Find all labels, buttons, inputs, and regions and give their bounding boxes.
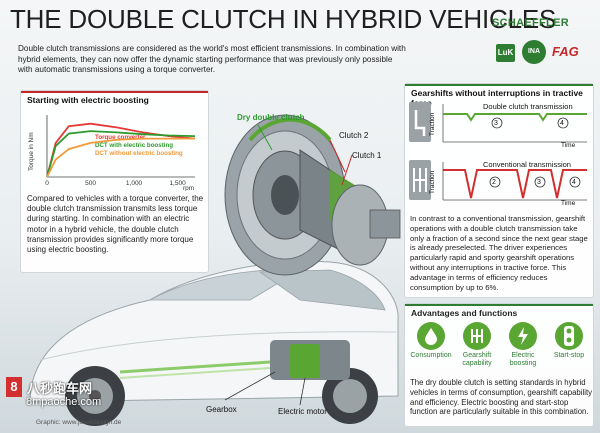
panel-accent-bar [21, 91, 208, 93]
advantages-panel: Advantages and functions Consumption Gea… [404, 303, 594, 427]
watermark-name: 八秒跑车网 [27, 381, 93, 396]
chart-x-tick: 500 [85, 180, 96, 187]
gearshift-panel-text: In contrast to a conventional transmissi… [410, 214, 588, 292]
chart-x-tick: 1,000 [126, 180, 143, 187]
brand-logo-fag: FAG [552, 44, 579, 59]
advantages-text: The dry double clutch is setting standar… [410, 378, 593, 417]
drop-icon [417, 322, 445, 350]
advantage-consumption: Consumption [409, 322, 453, 374]
brand-logo-luk: LuK [496, 44, 515, 62]
label-clutch-1: Clutch 1 [352, 151, 382, 160]
panel-accent-bar [405, 84, 593, 86]
page-title: THE DOUBLE CLUTCH IN HYBRID VEHICLES [10, 4, 557, 34]
starting-panel-text: Compared to vehicles with a torque conve… [27, 194, 204, 255]
ct-gear-4: 4 [572, 179, 576, 186]
lightning-icon [509, 322, 537, 350]
dc-x-label: Time [561, 142, 576, 149]
advantages-title: Advantages and functions [411, 308, 518, 318]
conventional-diagram-title: Conventional transmission [483, 160, 571, 169]
advantage-label: Electric boosting [509, 352, 537, 367]
chart-legend-entry: DCT with electric boosting [95, 142, 173, 149]
advantage-label: Gearshift capability [462, 352, 492, 367]
gearshift-icon [463, 322, 491, 350]
label-gearbox: Gearbox [206, 405, 237, 414]
label-clutch-2: Clutch 2 [339, 131, 369, 140]
starting-panel: Starting with electric boosting Torque i… [20, 90, 209, 273]
graphic-credit: Graphic: www.josekdesign.de [36, 419, 122, 426]
brand-logo-ina: INA [522, 40, 546, 64]
panel-accent-bar [405, 304, 593, 306]
brand-logo-schaeffler: SCHAEFFLER [492, 17, 569, 29]
chart-legend-entry: Torque converter [95, 134, 146, 141]
advantage-label: Consumption [410, 352, 452, 359]
intro-text: Double clutch transmissions are consider… [18, 44, 406, 74]
advantages-icons: Consumption Gearshift capability Electri… [409, 322, 591, 374]
chart-series-line [46, 130, 196, 178]
advantage-start-stop: Start-stop [547, 322, 591, 374]
dc-y-label: Traction [429, 112, 436, 136]
chart-x-tick: 0 [45, 180, 49, 187]
ct-gear-2: 2 [492, 179, 496, 186]
ct-gear-3: 3 [537, 179, 541, 186]
starting-panel-title: Starting with electric boosting [27, 95, 149, 105]
gearshift-panel: Gearshifts without interruptions in trac… [404, 83, 594, 298]
label-electric-motor: Electric motor [278, 407, 327, 416]
advantage-label: Start-stop [553, 352, 585, 359]
ct-x-label: Time [561, 200, 576, 207]
advantage-electric: Electric boosting [501, 322, 545, 374]
dc-gear-4: 4 [560, 120, 564, 127]
double-clutch-diagram [409, 102, 587, 143]
chart-y-label: Torque in Nm [28, 132, 35, 171]
chart-legend-entry: DCT without electric boosting [95, 150, 183, 157]
ct-y-label: Traction [429, 170, 436, 194]
traffic-light-icon [555, 322, 583, 350]
double-clutch-diagram-title: Double clutch transmission [483, 102, 573, 111]
chart-x-tick: 1,500 [169, 180, 186, 187]
advantage-gearshift: Gearshift capability [455, 322, 499, 374]
label-dry-double-clutch: Dry double clutch [237, 113, 305, 122]
chart-series-line [46, 137, 195, 178]
conventional-diagram [409, 160, 587, 201]
watermark-logo: 8 [6, 377, 22, 397]
watermark-url: 8mpaoche.com [26, 396, 102, 408]
torque-chart: Torque in Nm rpm 0 500 1,000 1,500 Torque conv… [28, 115, 196, 191]
chart-x-label: rpm [183, 185, 194, 191]
dc-gear-3: 3 [494, 120, 498, 127]
